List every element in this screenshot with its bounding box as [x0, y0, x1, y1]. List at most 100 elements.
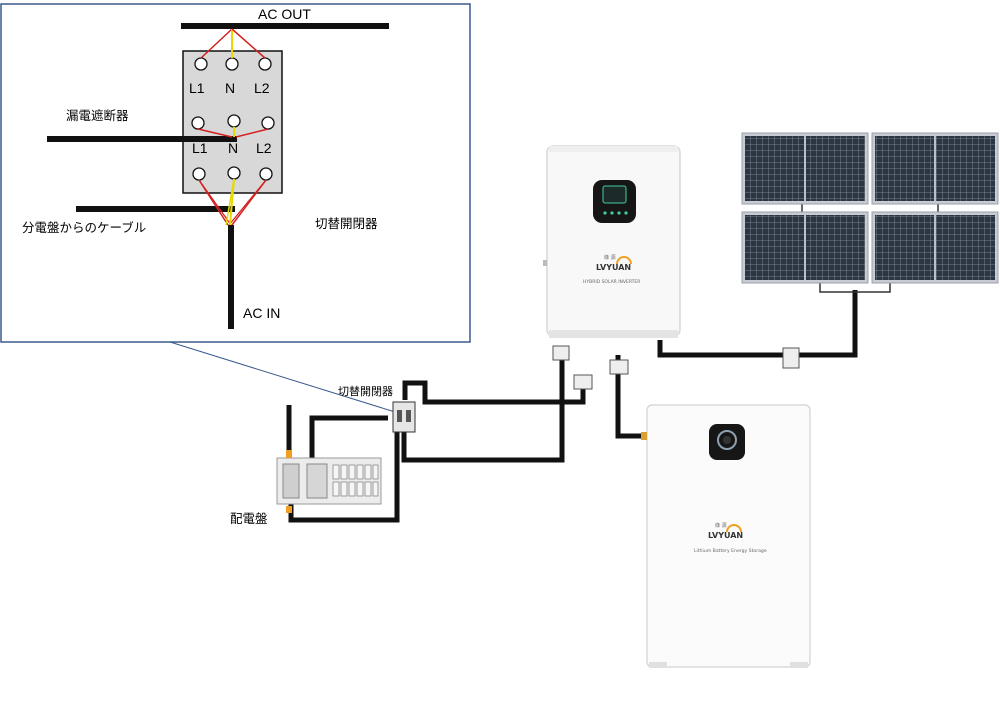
mc4-connector [609, 359, 629, 375]
solar-panel [741, 211, 869, 284]
inverter-top-cap [549, 146, 678, 152]
inverter-body [546, 145, 681, 337]
solar-panel-array [741, 132, 999, 284]
terminal-circle [259, 167, 273, 181]
indicator-led [603, 211, 607, 215]
switch-main-label: 切替開閉器 [338, 384, 393, 398]
red-wire [231, 28, 266, 59]
battery-brand: LVYUAN [708, 531, 743, 540]
mc4-connector [552, 345, 570, 361]
mc4-connector [573, 374, 593, 390]
battery-foot [790, 662, 808, 668]
inverter-brand: LVYUAN [596, 263, 631, 272]
terminal-circle [227, 166, 241, 180]
battery-foot [649, 662, 667, 668]
switch-box [392, 401, 416, 433]
connector [819, 283, 891, 293]
terminal-label-n: N [228, 140, 238, 156]
breaker-slot [332, 464, 340, 480]
breaker-slot [348, 481, 356, 497]
breaker-slot [348, 464, 356, 480]
terminal-label-l1: L1 [192, 140, 208, 156]
terminal-circle [261, 116, 275, 130]
main-wiring [286, 290, 858, 523]
battery-body [646, 404, 811, 668]
terminal-label-l2: L2 [256, 140, 272, 156]
cable [401, 352, 565, 463]
transfer-switch: 切替開閉器 [338, 384, 416, 433]
battery-gauge-icon [717, 430, 737, 450]
breaker-row [332, 464, 379, 497]
breaker-slot [340, 481, 348, 497]
sun-logo-icon [616, 256, 632, 265]
cable [402, 380, 586, 405]
switch-label: 切替開閉器 [315, 216, 378, 231]
inverter-subtitle: HYBRID SOLAR INVERTER [583, 279, 640, 285]
distribution-panel: 配電盤 [230, 450, 382, 526]
ac-out-bar [181, 23, 389, 29]
battery-subtitle: Lithium Battery Energy Storage [694, 548, 767, 554]
terminal-label-l2: L2 [254, 80, 270, 96]
terminal-label-n: N [225, 80, 235, 96]
breaker-bar [47, 136, 237, 142]
display-screen [602, 185, 627, 204]
inverter-side-port [543, 260, 547, 266]
breaker-sub [306, 463, 328, 499]
inverter-bottom-strip [549, 330, 678, 338]
breaker-slot [372, 481, 379, 497]
switch-handle [397, 410, 402, 422]
indicator-led [610, 211, 614, 215]
breaker-slot [364, 464, 372, 480]
inset-detail: AC OUT L1 N L2 漏電遮断器 L1 N L2 [0, 3, 471, 413]
terminal-circle [227, 114, 241, 128]
ac-in-bar [228, 225, 234, 329]
red-wire [228, 179, 267, 226]
main-breaker [282, 463, 300, 499]
panel-cable-label: 分電盤からのケーブル [22, 220, 146, 235]
breaker-slot [340, 464, 348, 480]
breaker-slot [356, 481, 364, 497]
connectors [552, 345, 800, 390]
terminal-circle [191, 116, 205, 130]
breaker-slot [364, 481, 372, 497]
solar-panel [871, 132, 999, 205]
breaker-slot [356, 464, 364, 480]
terminal-circle [258, 57, 272, 71]
hybrid-inverter: 綠 源 LVYUAN HYBRID SOLAR INVERTER [543, 145, 681, 338]
red-wire [200, 28, 233, 59]
red-wire [198, 179, 232, 226]
switch-handle [406, 410, 411, 422]
battery-brand-sub: 綠 源 [715, 522, 727, 529]
red-wire [197, 128, 233, 138]
wire-tag [286, 450, 292, 458]
battery-storage: 綠 源 LVYUAN Lithium Battery Energy Storag… [641, 404, 811, 668]
ac-out-label: AC OUT [258, 6, 311, 22]
terminal-circle [225, 57, 239, 71]
cable [309, 415, 388, 465]
panel-interconnect [801, 204, 939, 293]
battery-port [641, 432, 647, 440]
yellow-wire [225, 178, 235, 226]
sun-logo-icon [726, 524, 742, 533]
cable [657, 290, 858, 358]
panel-label: 配電盤 [230, 511, 268, 526]
inverter-brand-sub: 綠 源 [604, 254, 616, 261]
ac-in-label: AC IN [243, 305, 280, 321]
callout-line [169, 341, 396, 413]
solar-panel [741, 132, 869, 205]
wire-tag [286, 506, 292, 513]
terminal-circle [194, 57, 208, 71]
breaker-slot [372, 464, 379, 480]
breaker-slot [332, 481, 340, 497]
indicator-led [624, 211, 628, 215]
mc4-connector [782, 347, 800, 369]
terminal-circle [192, 167, 206, 181]
breaker-label: 漏電遮断器 [66, 108, 129, 123]
red-wire [235, 128, 269, 138]
battery-gauge-center [723, 436, 731, 444]
cable [615, 355, 645, 439]
solar-panel [871, 211, 999, 284]
panel-cable-bar [76, 206, 235, 212]
terminal-label-l1: L1 [189, 80, 205, 96]
